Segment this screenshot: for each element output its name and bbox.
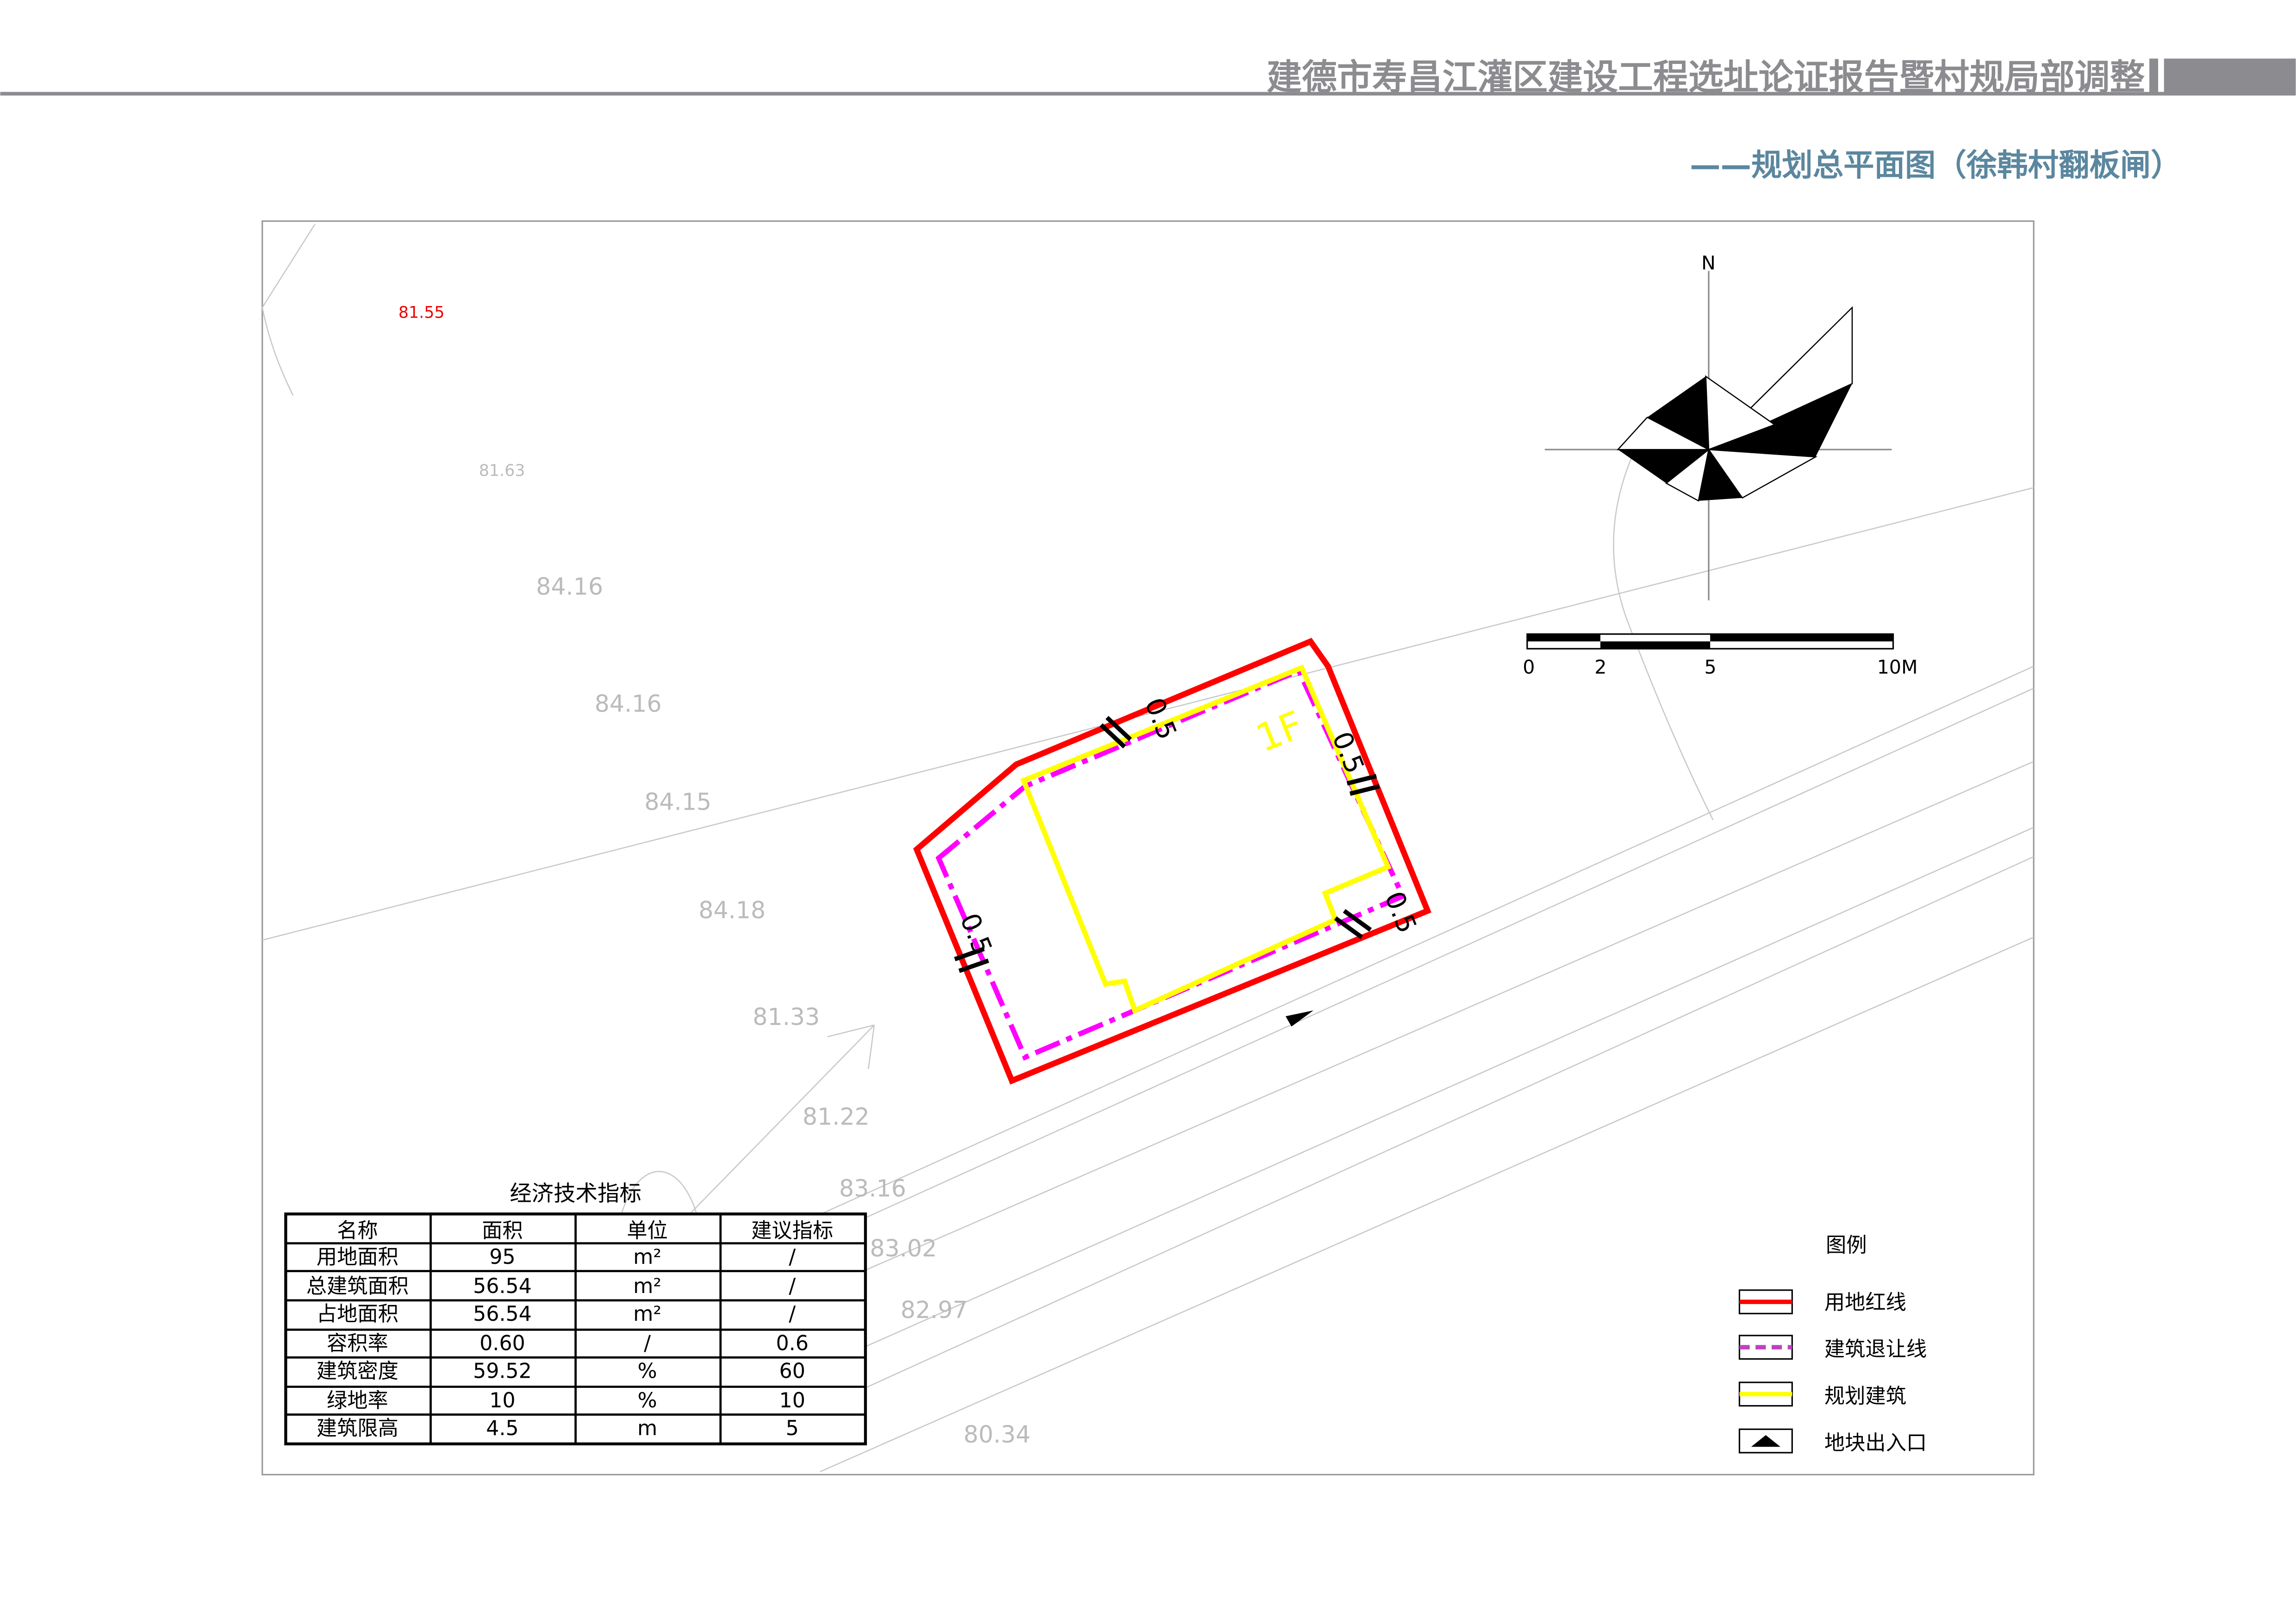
legend-title: 图例 [1826,1234,1867,1257]
elevation-label: 83.16 [839,1174,906,1202]
table-cell: m [637,1417,657,1440]
floor-label: 1F [1250,703,1309,761]
table-cell: / [789,1274,796,1298]
table-cell: / [789,1245,796,1269]
entrance-icon [1751,1435,1781,1447]
setback-dimensions: 0.5 0.5 0.5 0.5 [954,693,1423,973]
elevation-points: 81.55 81.63 84.16 84.16 84.15 84.18 81.3… [398,303,1031,1448]
table-cell: 总建筑面积 [306,1274,409,1298]
table-header: 面积 [482,1219,523,1243]
scale-tick: 2 [1594,656,1606,678]
document-title: 建德市寿昌江灌区建设工程选址论证报告暨村规局部调整 [1267,57,2145,98]
table-cell: 10 [489,1389,515,1412]
legend-item-label: 用地红线 [1824,1291,1906,1314]
table-header: 名称 [337,1219,378,1243]
table-cell: 56.54 [473,1274,532,1298]
table-cell: 56.54 [473,1302,532,1326]
elevation-label: 84.16 [536,573,603,600]
scale-tick: 10M [1877,656,1918,678]
land-red-line [913,637,1431,1085]
table-cell: 0.60 [479,1331,525,1355]
table-cell: 建筑限高 [317,1417,398,1440]
legend-item-label: 地块出入口 [1824,1431,1927,1455]
scale-tick: 5 [1705,656,1717,678]
planned-building [1020,664,1392,1014]
table-cell: % [638,1389,657,1412]
elevation-label: 80.34 [964,1421,1031,1448]
table-cell: % [638,1360,657,1383]
header: 建德市寿昌江灌区建设工程选址论证报告暨村规局部调整 ——规划总平面图（徐韩村翻板… [0,57,2296,183]
table-cell: 4.5 [486,1417,518,1440]
terrain-lines [261,224,2034,1473]
table-header: 建议指标 [751,1219,833,1243]
table-cell: 5 [786,1417,799,1440]
table-cell: / [644,1331,651,1355]
elevation-label: 81.63 [479,462,525,480]
drawing-frame [261,220,2035,1475]
table-header: 单位 [627,1219,668,1243]
table-cell: m² [633,1302,661,1326]
table-cell: / [789,1302,796,1326]
north-arrow-icon: N [1544,252,1892,600]
table-cell: m² [633,1245,661,1269]
north-label: N [1701,252,1716,274]
table-cell: 10 [779,1389,805,1412]
site-entrance-icon [1285,1010,1313,1027]
elevation-label: 83.02 [870,1235,937,1262]
table-cell: 0.6 [776,1331,809,1355]
table-cell: 绿地率 [327,1389,388,1412]
legend-item-label: 规划建筑 [1824,1384,1906,1408]
table-title: 经济技术指标 [510,1181,641,1206]
economic-indicators-table: 经济技术指标 名称 面积 单位 建议指标 用地面积 95 m² / 总建筑面积 56.54… [284,1181,867,1446]
elevation-label: 82.97 [901,1296,968,1324]
elevation-label: 81.22 [803,1103,870,1130]
legend-item-label: 建筑退让线 [1824,1337,1927,1361]
table-cell: 占地面积 [317,1302,398,1326]
legend: 图例 用地红线 建筑退让线 规划建筑 地块出入口 [1738,1234,1927,1455]
table-cell: 95 [489,1245,515,1269]
table-cell: 建筑密度 [317,1360,398,1383]
scale-tick: 0 [1523,656,1535,678]
table-cell: 用地面积 [317,1245,398,1269]
elevation-label: 84.16 [595,690,662,717]
elevation-label: 81.33 [753,1003,820,1031]
table-cell: m² [633,1274,661,1298]
scale-bar: 0 2 5 10M [1523,633,1918,678]
table-cell: 59.52 [473,1360,532,1383]
elevation-label: 81.55 [398,303,445,322]
elevation-label: 84.18 [698,896,765,924]
elevation-label: 84.15 [644,788,711,815]
table-cell: 60 [779,1360,805,1383]
drawing-subtitle: ——规划总平面图（徐韩村翻板闸） [1690,147,2182,183]
table-cell: 容积率 [327,1331,388,1355]
